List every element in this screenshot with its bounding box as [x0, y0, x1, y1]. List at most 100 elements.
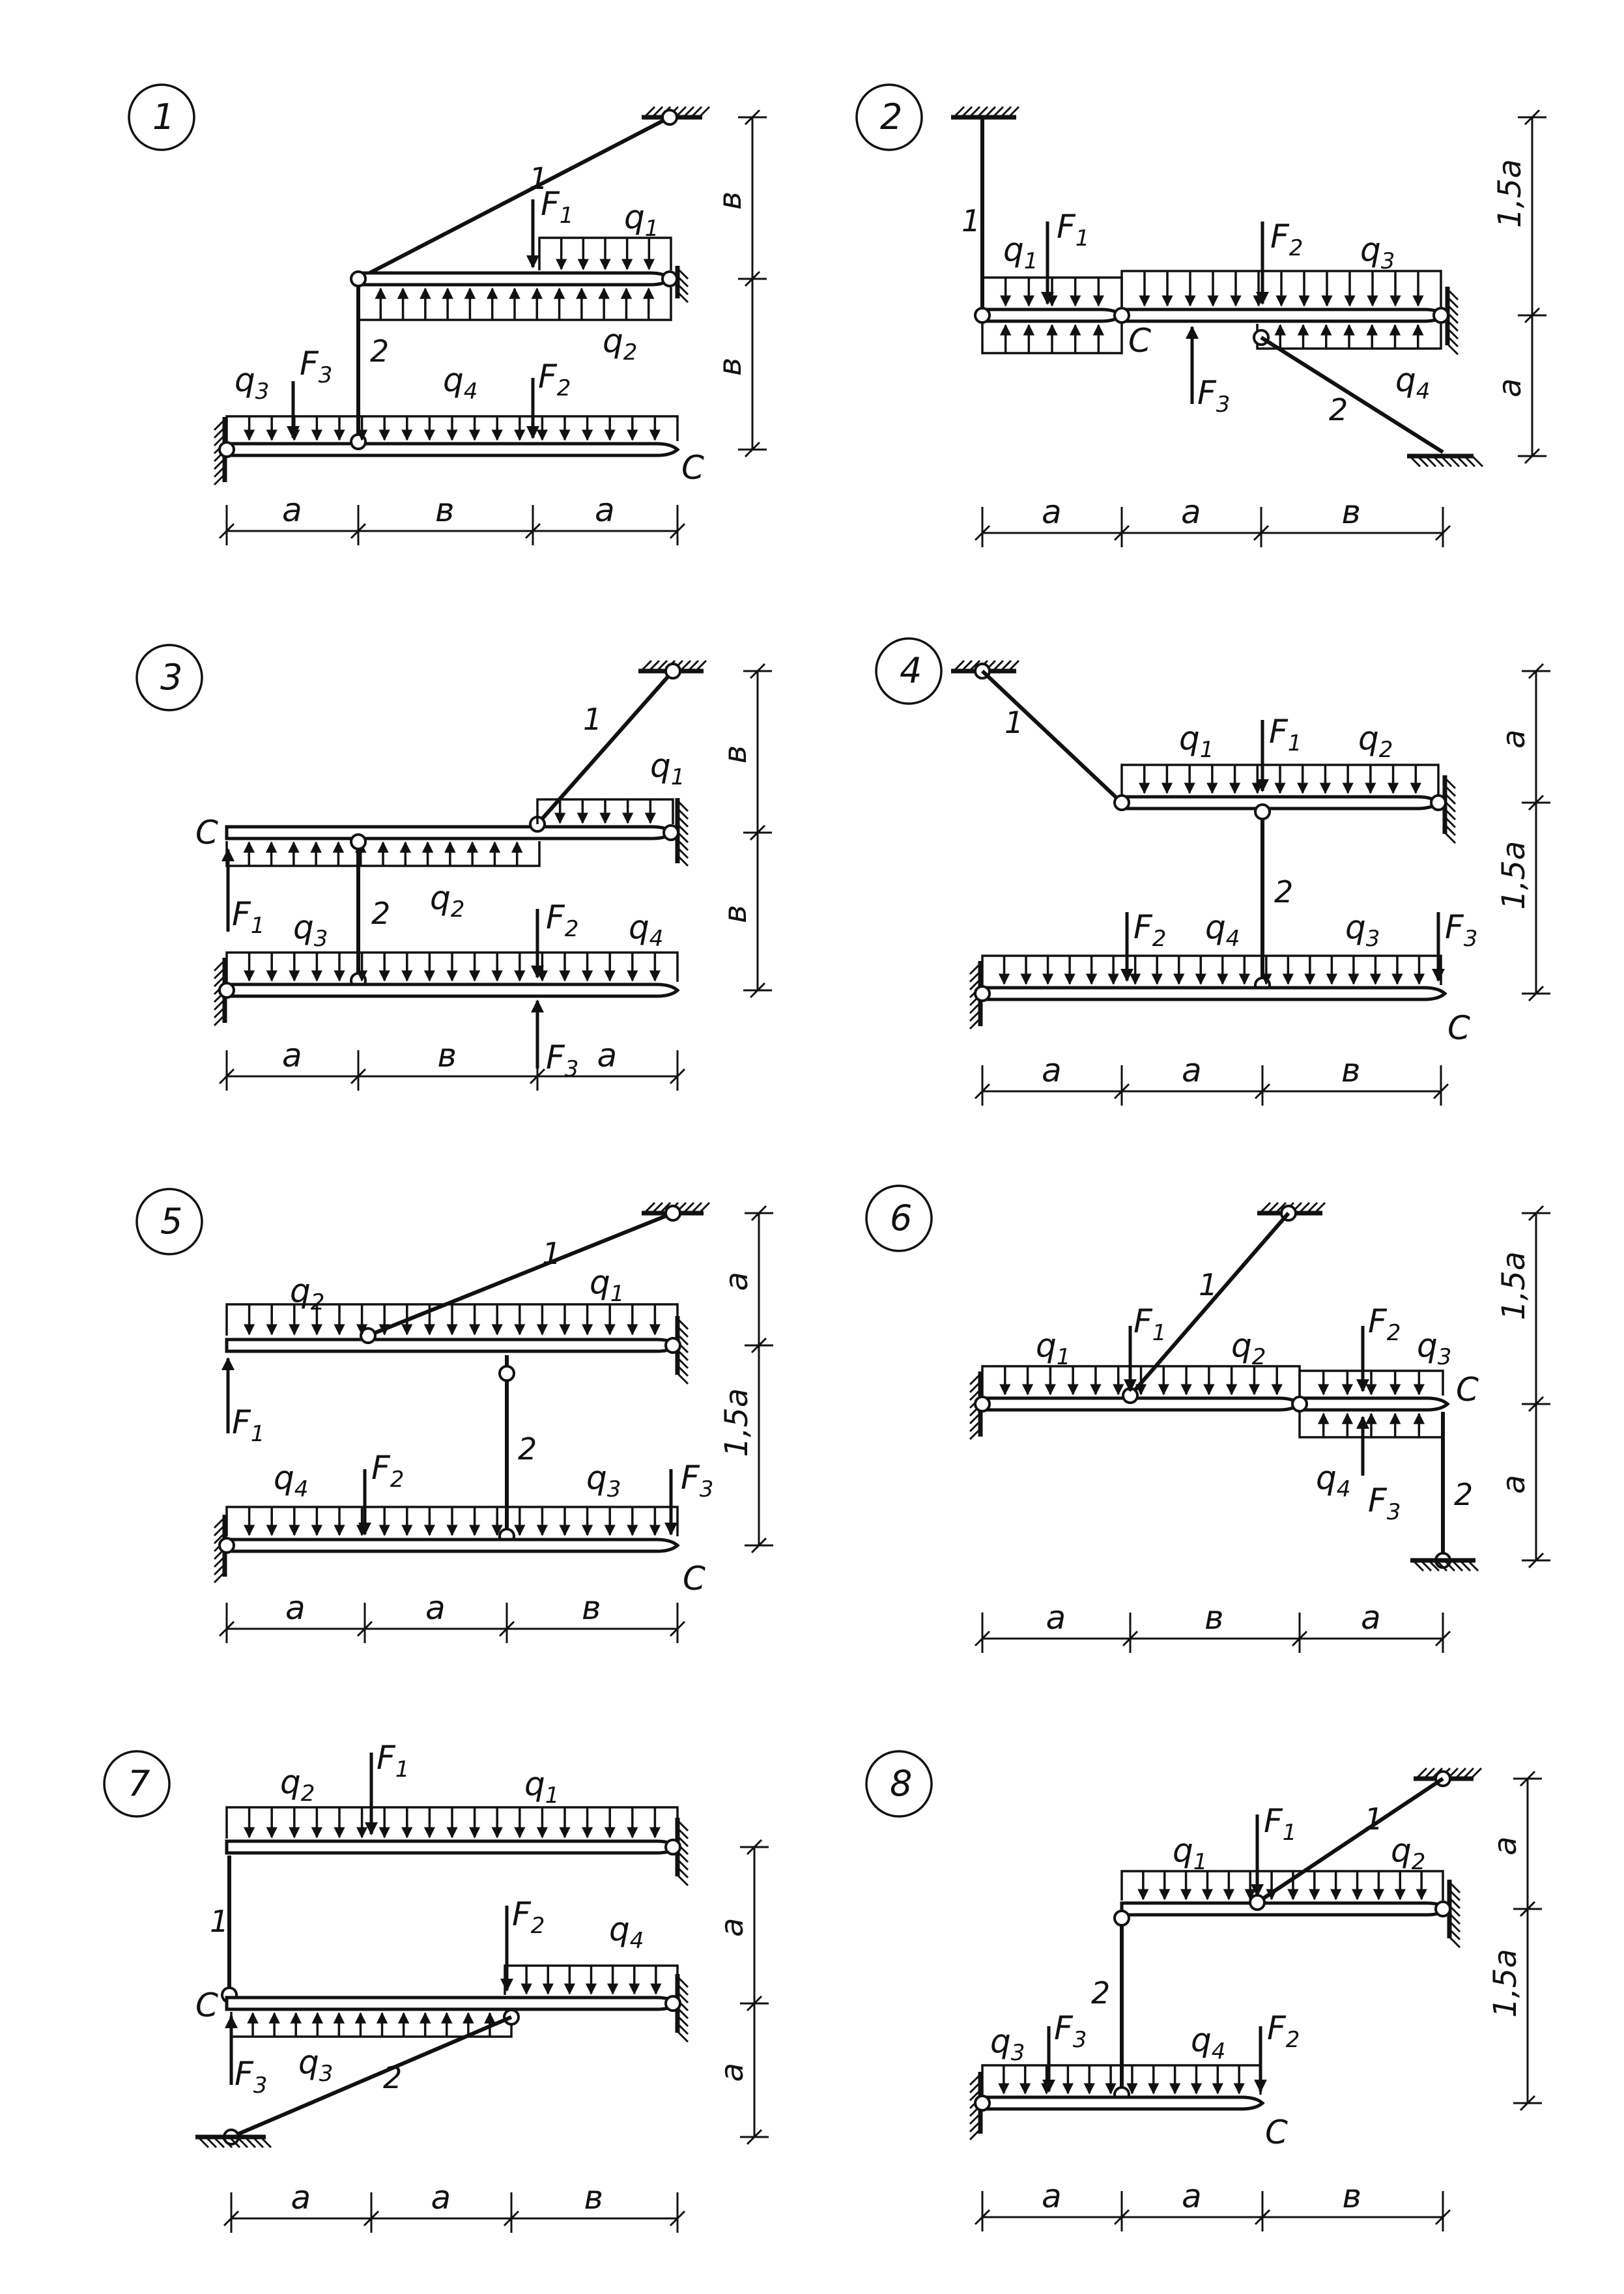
rod-2 — [230, 2015, 513, 2139]
point-C: C — [195, 814, 218, 852]
dimension-tick — [746, 1995, 763, 2012]
hatch-mark — [1259, 1201, 1272, 1214]
hatch-mark — [205, 2136, 218, 2149]
hatch-mark — [999, 659, 1012, 672]
hatch-mark — [1444, 784, 1457, 797]
dimension-label-a: a — [1042, 493, 1062, 531]
label-F2: F2 — [1270, 218, 1303, 261]
label-F3: F3 — [1445, 908, 1477, 952]
hinge-pin — [664, 1839, 681, 1856]
dimension-label-a: a — [291, 2179, 311, 2216]
hinge-pin — [1113, 794, 1130, 811]
dimension-tick — [974, 2209, 991, 2226]
hatch-mark — [659, 1201, 672, 1214]
hinge-pin — [1254, 803, 1271, 820]
dimension-label-a15: 1,5a — [1496, 841, 1532, 910]
scheme-number: 5 — [160, 1201, 182, 1242]
scheme-number-circle — [135, 644, 203, 711]
dimension-label-b: в — [1342, 493, 1361, 531]
label-q1: q1 — [1173, 1831, 1207, 1875]
hatch-mark — [969, 962, 982, 975]
hinge-pin — [974, 1396, 991, 1412]
hatch-mark — [1298, 1201, 1311, 1214]
label-F2: F2 — [1267, 2009, 1300, 2053]
hatch-mark — [1440, 455, 1453, 468]
label-q1: q1 — [1179, 719, 1214, 763]
dimension-tick — [1254, 1083, 1271, 1100]
hatch-mark — [1446, 288, 1459, 301]
hatch-mark — [1443, 1559, 1456, 1572]
hatch-mark — [698, 1201, 711, 1214]
dimension-tick — [1519, 2095, 1536, 2112]
hatch-mark — [676, 1835, 689, 1848]
load-q1 — [538, 237, 672, 270]
label-F2: F2 — [546, 898, 578, 942]
label-F1: F1 — [232, 1403, 264, 1447]
hatch-mark — [676, 846, 689, 859]
hatch-mark — [676, 1819, 689, 1832]
load-q1-q2 — [981, 1365, 1301, 1396]
hinge-pin — [662, 824, 679, 841]
rod-1 — [980, 669, 1124, 805]
dimension-label-a: a — [719, 1272, 755, 1291]
hatch-mark — [969, 1427, 982, 1441]
dimension-label-b: в — [717, 905, 754, 923]
hatch-mark — [676, 1349, 689, 1362]
hatch-mark — [999, 106, 1012, 119]
load-outline — [1120, 1870, 1444, 1900]
point-C: C — [1128, 322, 1151, 360]
hatch-mark — [676, 823, 689, 836]
label-q1: q1 — [590, 1263, 624, 1307]
dimension-tick — [218, 1620, 235, 1637]
hatch-mark — [679, 659, 692, 672]
hatch-mark — [682, 106, 695, 119]
hatch-mark — [676, 854, 689, 867]
label-F1: F1 — [1057, 208, 1089, 251]
hatch-mark — [968, 106, 981, 119]
dimension-label-a: a — [1046, 1599, 1066, 1637]
hatch-mark — [969, 1381, 982, 1394]
hatch-mark — [1415, 1767, 1428, 1780]
hatch-mark — [213, 975, 226, 988]
label-q3: q3 — [586, 1459, 621, 1502]
dimension-label-a: a — [1361, 1599, 1381, 1637]
hatch-mark — [676, 1317, 689, 1330]
rod-label: 1 — [962, 203, 980, 238]
hatch-mark — [676, 1991, 689, 2004]
label-F2: F2 — [371, 1449, 404, 1493]
rod-label: 2 — [1274, 874, 1293, 910]
hatch-mark — [676, 283, 689, 296]
hatch-mark — [969, 1017, 982, 1030]
hatch-mark — [969, 1412, 982, 1425]
hinge-pin — [1432, 307, 1449, 324]
hatch-mark — [1432, 455, 1445, 468]
rod-label: 2 — [1454, 1477, 1473, 1512]
hatch-mark — [676, 2022, 689, 2035]
hatch-mark — [655, 659, 668, 672]
dimension-tick — [1524, 109, 1541, 126]
hatch-mark — [984, 106, 997, 119]
hatch-mark — [698, 106, 711, 119]
dimension-label-a: a — [1182, 1052, 1202, 1089]
dimension-tick — [223, 2210, 240, 2227]
dimension-label-a: a — [595, 491, 615, 529]
dimension-tick — [1434, 524, 1451, 541]
hatch-mark — [676, 1364, 689, 1377]
dimension-label-b: в — [584, 2179, 603, 2216]
hatch-mark — [952, 106, 965, 119]
dimension-tick — [669, 2210, 686, 2227]
rod-label: 1 — [583, 702, 602, 737]
hinge-pin — [218, 1537, 235, 1554]
hatch-mark — [976, 106, 989, 119]
hatch-mark — [213, 998, 226, 1011]
load-q2 — [357, 287, 672, 321]
lower-beam — [980, 2095, 1265, 2111]
hinge-pin — [664, 663, 681, 680]
label-F1: F1 — [541, 185, 573, 229]
hatch-mark — [1446, 319, 1459, 332]
